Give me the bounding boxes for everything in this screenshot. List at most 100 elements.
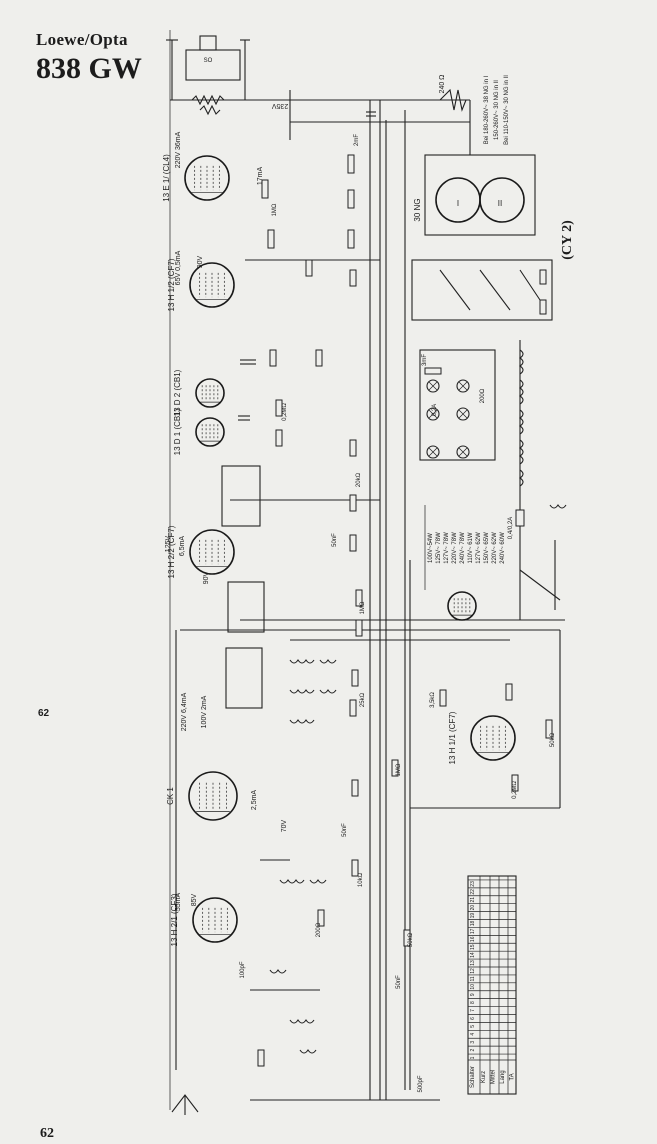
if-coils: [221, 465, 337, 1054]
switch-row-label: Lang: [500, 1070, 506, 1083]
tube-symbol: [447, 591, 477, 621]
brand-title: Loewe/Opta: [36, 30, 128, 49]
component-label: 100V 2mA: [201, 695, 208, 728]
tubes-layer: 13 E 1/ (CL4)13 H 1/2 (CF7)13 D 2 (CB1)1…: [162, 154, 516, 946]
voltage-row: 220V~ 78W: [452, 532, 458, 564]
pilot-lamps: [419, 349, 496, 461]
component-label: 25kΩ: [360, 692, 366, 707]
tube-label: 13 D 2 (CB1): [173, 369, 182, 416]
switch-column-number: 4: [470, 1033, 476, 1036]
switch-column-number: 16: [470, 936, 476, 942]
component-label: 0,4/0,2A: [508, 517, 514, 539]
switch-column-number: 19: [470, 913, 476, 919]
component-label: 50nF: [396, 975, 402, 989]
switch-column-number: 13: [470, 960, 476, 966]
component-label: I: [457, 199, 459, 208]
component-label: Bei 180-260V~ 38 NG in I: [484, 75, 490, 144]
loudspeaker-block: [166, 35, 250, 116]
component-label: 220V 36mA: [175, 131, 182, 168]
component-label: 220V 6,4mA: [181, 692, 188, 731]
tube-symbol: 13 E 1/ (CL4): [162, 154, 230, 202]
component-label: 90V: [197, 255, 204, 268]
component-label: 50kΩ: [408, 932, 414, 947]
component-label: 50nF: [332, 533, 338, 547]
component-label: 200Ω: [316, 922, 322, 937]
tube-symbol: 13 D 2 (CB1): [173, 369, 225, 416]
tube-symbol: 13 H 2/2 (CF7): [167, 525, 235, 578]
tube-symbol: 13 H 2/1 (CF3): [170, 893, 238, 946]
component-label: 55mA: [175, 893, 182, 912]
tube-label: 13 H 2/1 (CF3): [170, 893, 179, 946]
switch-row-label: Mittel: [491, 1070, 497, 1084]
model-title: 838 GW: [36, 52, 142, 85]
switch-column-number: 15: [470, 944, 476, 950]
component-label: 100pF: [240, 961, 246, 978]
voltage-row: 110V~ 61W: [468, 532, 474, 563]
tube-label: 13 H 1/2 (CF7): [167, 258, 176, 311]
switch-row-label: TA: [510, 1073, 516, 1080]
switch-header: Schalter: [470, 1066, 476, 1088]
component-label: 17mA: [257, 167, 264, 186]
component-label: 10kΩ: [358, 872, 364, 887]
heater-chain: [515, 340, 567, 620]
tube-label: CK 1: [166, 787, 175, 805]
voltage-row: 100V~54W: [428, 533, 434, 563]
component-label: 20kΩ: [356, 472, 362, 487]
component-label: 0,2MΩ: [512, 781, 518, 799]
component-label: 2,5mA: [251, 790, 258, 811]
component-label: 150-260V~ 30 NG in II: [494, 80, 500, 140]
rectifier-block: [424, 88, 536, 236]
component-label: Bei 110-150V~ 30 NG in II: [504, 75, 510, 145]
switch-column-number: 1: [470, 1056, 476, 1059]
page-number: 62: [40, 1126, 54, 1141]
switch-column-number: 5: [470, 1025, 476, 1028]
voltage-row: 127V~ 78W: [444, 532, 450, 564]
component-label: 1MΩ: [396, 763, 402, 776]
switch-column-number: 12: [470, 968, 476, 974]
switch-column-number: 6: [470, 1017, 476, 1020]
component-label: SO: [204, 58, 213, 64]
switch-column-number: 7: [470, 1009, 476, 1012]
component-label: 125V: [165, 536, 172, 553]
antenna-icon: [171, 1094, 199, 1115]
switch-column-number: 2: [470, 1048, 476, 1051]
voltage-row: 240V~ 78W: [460, 532, 466, 564]
switch-column-number: 11: [470, 976, 476, 981]
component-label: II: [498, 199, 502, 208]
tube-symbol: 13 D 1 (CB1): [173, 408, 225, 455]
voltage-row: 150V~ 65W: [484, 532, 490, 564]
component-label: 30 NG: [413, 198, 422, 221]
switch-column-number: 17: [470, 928, 476, 934]
switch-column-number: 8: [470, 1001, 476, 1004]
switch-column-number: 18: [470, 920, 476, 926]
passive-components: [238, 111, 553, 1067]
switch-table: [467, 875, 517, 1095]
tube-label: 13 E 1/ (CL4): [162, 154, 171, 202]
switch-column-number: 23: [470, 881, 476, 887]
component-label: 6,5mA: [179, 536, 186, 557]
component-label: 3,5kΩ: [430, 692, 436, 708]
switch-column-number: 14: [470, 952, 476, 958]
component-label: 50nF: [342, 823, 348, 837]
side-mark: 62: [38, 708, 50, 719]
component-label: 1MΩ: [272, 203, 278, 216]
switch-column-number: 10: [470, 984, 476, 990]
switch-column-number: 9: [470, 993, 476, 996]
component-label: 85V: [191, 893, 198, 906]
main-rails: [169, 30, 565, 1110]
switch-row-label: Kurz: [481, 1071, 487, 1083]
component-label: 240 Ω: [439, 75, 446, 94]
tube-label: 13 H 2/2 (CF7): [167, 525, 176, 578]
component-label: 235V: [272, 102, 289, 109]
voltage-row: 127V~ 62W: [476, 532, 482, 564]
voltage-row: 220V~ 62W: [492, 532, 498, 564]
component-label: 90V: [203, 571, 210, 584]
component-label: 0,2A: [432, 404, 438, 416]
tube-symbol: 13 H 1/1 (CF7): [448, 711, 516, 764]
component-label: 1MΩ: [360, 601, 366, 614]
switch-column-number: 3: [470, 1041, 476, 1044]
